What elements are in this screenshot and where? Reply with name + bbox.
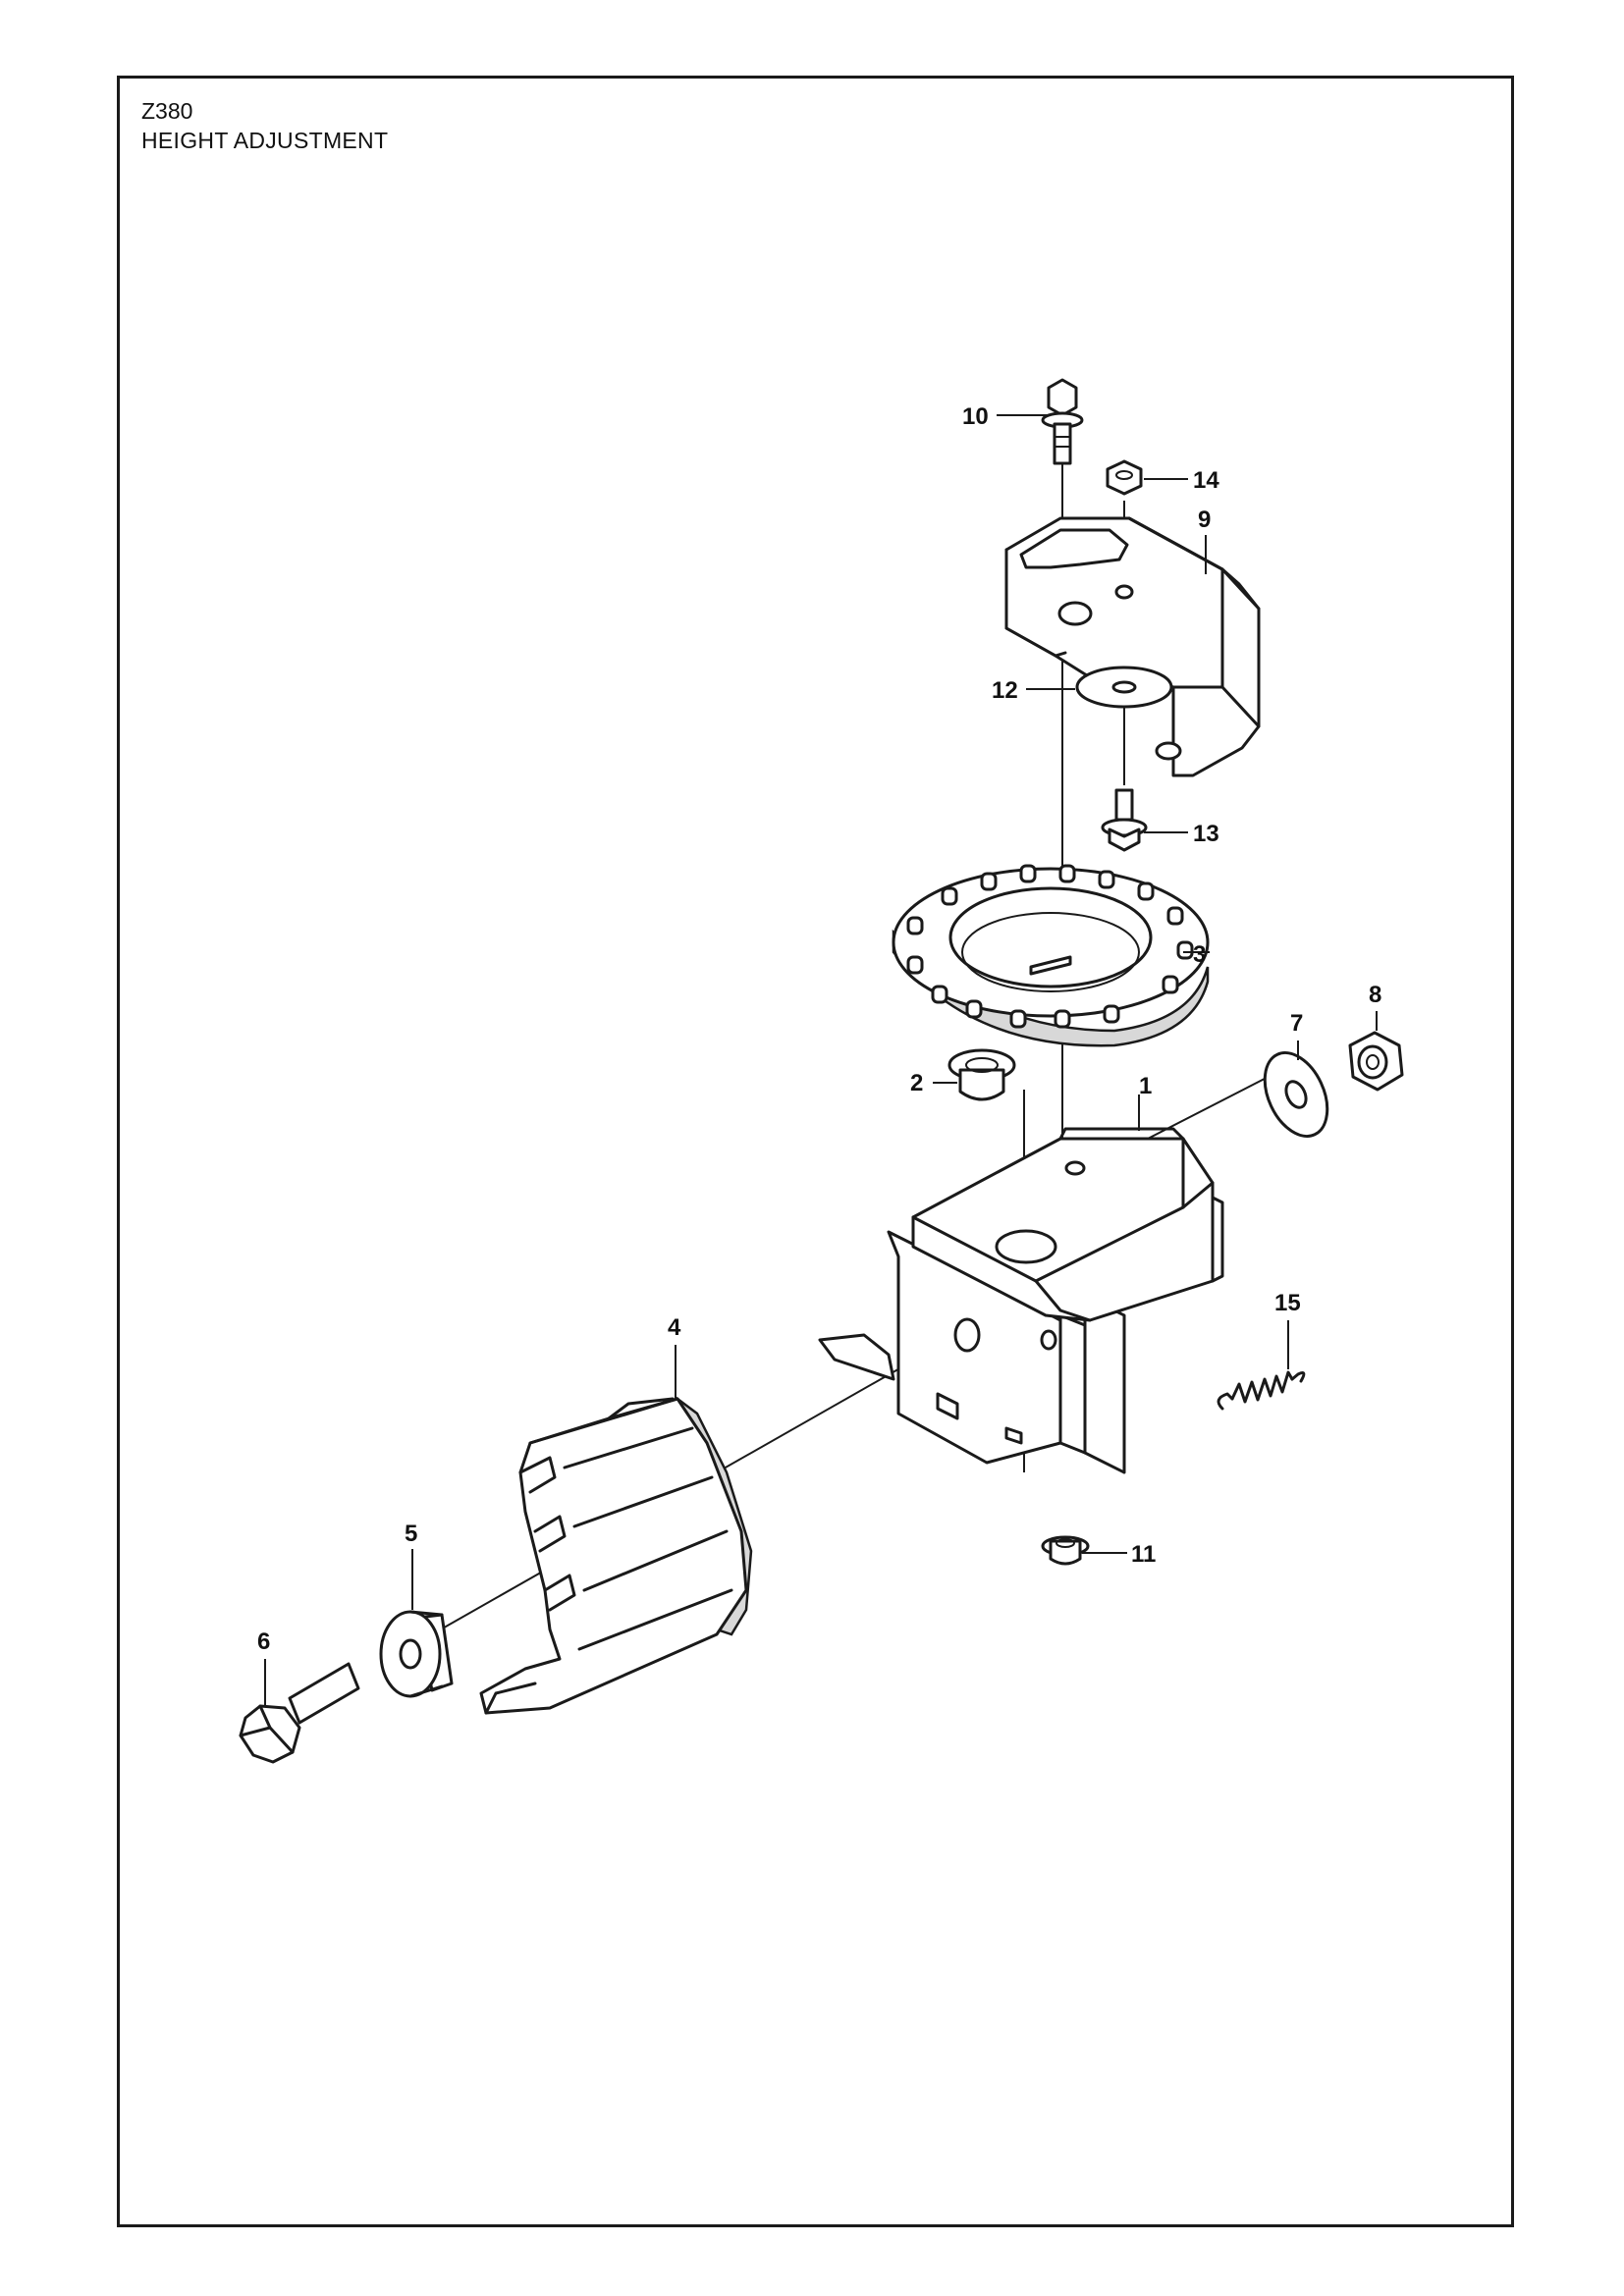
callout-13: 13 bbox=[1193, 821, 1219, 847]
part-13-screw bbox=[1101, 788, 1148, 852]
part-4-height-cam bbox=[479, 1396, 753, 1715]
callout-1: 1 bbox=[1139, 1073, 1152, 1099]
part-1-housing bbox=[818, 1127, 1224, 1474]
callout-9: 9 bbox=[1198, 507, 1211, 533]
callout-10: 10 bbox=[962, 403, 989, 430]
model-number: Z380 bbox=[141, 98, 193, 124]
part-11-flange-nut bbox=[1041, 1535, 1090, 1566]
part-7-washer bbox=[1263, 1051, 1329, 1138]
callout-8: 8 bbox=[1369, 982, 1381, 1008]
callout-15: 15 bbox=[1274, 1290, 1301, 1316]
part-14-nut bbox=[1106, 459, 1143, 496]
callout-3: 3 bbox=[1193, 941, 1206, 968]
callout-6: 6 bbox=[257, 1629, 270, 1655]
callout-5: 5 bbox=[405, 1521, 417, 1547]
part-15-spring bbox=[1217, 1370, 1306, 1411]
callout-4: 4 bbox=[668, 1314, 681, 1341]
callout-12: 12 bbox=[992, 677, 1018, 704]
callout-2: 2 bbox=[910, 1070, 923, 1096]
callout-11: 11 bbox=[1131, 1541, 1156, 1568]
part-3-gear-plate bbox=[892, 864, 1210, 1047]
callout-14: 14 bbox=[1193, 467, 1219, 494]
part-6-hex-bolt bbox=[239, 1662, 360, 1764]
callout-7: 7 bbox=[1290, 1010, 1303, 1037]
part-12-washer bbox=[1075, 666, 1173, 709]
part-5-spacer bbox=[379, 1610, 454, 1698]
diagram-header: Z380 HEIGHT ADJUSTMENT bbox=[141, 96, 388, 155]
diagram-title: HEIGHT ADJUSTMENT bbox=[141, 128, 389, 153]
drawing-frame bbox=[117, 76, 1514, 2227]
part-9-bracket bbox=[1004, 516, 1261, 777]
part-8-nut bbox=[1348, 1031, 1404, 1092]
part-2-bushing bbox=[947, 1048, 1016, 1101]
part-10-bolt bbox=[1041, 378, 1084, 465]
